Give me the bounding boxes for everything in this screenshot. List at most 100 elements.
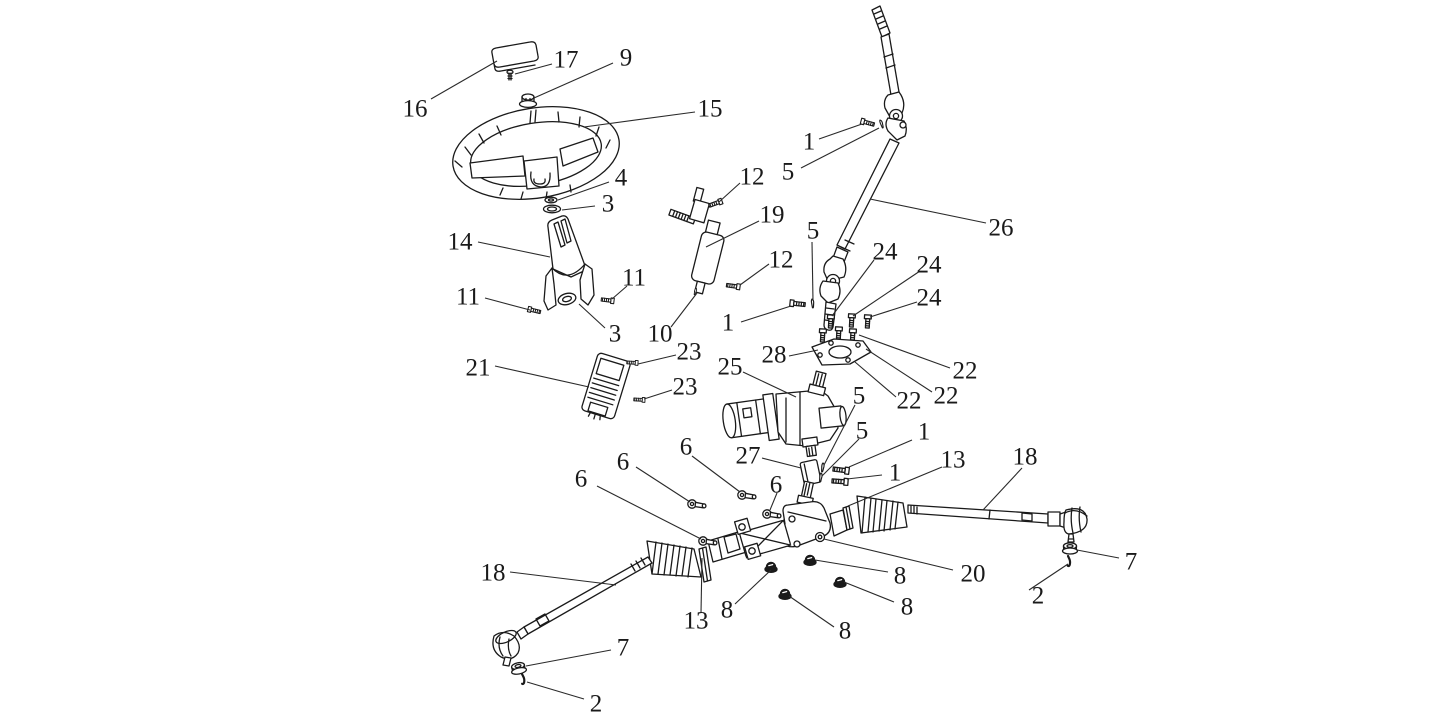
leader-line-5-13 [811,241,814,302]
part-screw-23-lower [633,396,646,403]
leader-line-8-43 [843,581,895,603]
leader-line-22-28 [865,348,933,393]
callout-label-22-27: 22 [953,358,978,385]
part-clamp-13-right [842,505,854,531]
leader-line-5-31 [821,438,860,477]
callout-label-21-26: 21 [466,355,491,382]
leader-line-21-26 [494,365,590,388]
callout-label-22-29: 22 [897,388,922,415]
part-damper [668,186,725,295]
leader-line-5-8 [800,127,880,169]
leader-line-8-45 [788,595,835,628]
callout-label-1-32: 1 [918,419,931,446]
callout-label-5-13: 5 [807,218,820,245]
leader-line-15-3 [583,111,696,128]
part-pin-5-upper [878,119,885,129]
part-fitting-6-a [736,489,757,501]
leader-line-2-51 [526,681,585,700]
leader-line-18-47 [509,571,617,586]
callout-label-22-28: 22 [934,383,959,410]
part-fitting-6-c [697,535,718,547]
part-nut-7-left [509,660,528,677]
callout-label-25-24: 25 [718,354,743,381]
callout-label-3-20: 3 [609,321,622,348]
part-bolt-11-left [526,305,542,316]
callout-label-2-51: 2 [590,691,603,718]
leader-line-13-46 [700,557,703,614]
callout-label-18-47: 18 [481,560,506,587]
part-fitting-6-d [761,508,782,520]
leader-line-7-48 [1076,549,1120,559]
leader-line-22-29 [854,361,897,398]
leader-line-1-19 [740,305,792,323]
part-bolt-1-lower-a [832,465,851,476]
part-bolt-24-b [847,313,857,328]
callout-label-11-15: 11 [456,284,480,311]
leader-line-6-37 [691,455,741,493]
part-rack-housing [707,480,848,563]
callout-label-13-34: 13 [941,447,966,474]
part-nut-8-c [778,588,792,601]
callout-label-24-18: 24 [917,285,943,312]
leader-line-28-23 [788,349,819,357]
leader-line-19-10 [705,220,760,248]
part-bolt-11-right [600,296,615,305]
part-horn-cap [491,41,539,72]
part-controller [581,352,631,421]
callout-label-13-46: 13 [684,608,709,635]
callout-label-7-48: 7 [1125,549,1138,576]
callout-label-27-36: 27 [736,443,761,470]
leader-line-14-6 [477,241,551,258]
leader-line-23-22 [637,354,677,365]
callout-label-5-8: 5 [782,159,795,186]
callout-label-24-16: 24 [873,239,899,266]
leader-line-13-34 [847,466,943,507]
part-bellows-right [856,495,908,534]
leader-line-18-35 [982,467,1023,511]
leader-line-3-20 [578,303,606,329]
callout-label-5-30: 5 [853,383,866,410]
callout-label-1-9: 1 [803,129,816,156]
callout-label-6-38: 6 [617,449,630,476]
leader-line-3-5 [561,205,596,211]
callout-label-1-19: 1 [722,310,735,337]
callout-label-6-40: 6 [770,472,783,499]
callout-label-3-5: 3 [602,191,615,218]
leader-line-1-32 [848,439,913,468]
leader-line-22-27 [858,334,951,369]
leader-line-6-40 [769,492,778,511]
part-upper-column [543,215,595,311]
part-steering-shaft [819,5,907,331]
callout-label-24-17: 24 [917,252,943,279]
part-washer-3-upper [542,204,562,214]
leader-line-23-25 [643,389,673,400]
callout-label-16-0: 16 [403,96,428,123]
callout-label-5-31: 5 [856,418,869,445]
part-bolt-22-b [834,326,844,341]
callout-label-12-11: 12 [769,247,794,274]
callout-label-15-3: 15 [698,96,723,123]
leader-line-8-42 [814,559,889,573]
part-bolt-1-upper [859,117,876,128]
leader-line-16-0 [430,60,498,100]
leader-line-25-24 [742,371,797,398]
callout-label-8-45: 8 [839,618,852,645]
callout-label-20-41: 20 [961,561,986,588]
part-bellows-left [646,540,702,578]
callout-label-7-50: 7 [617,635,630,662]
part-eps-motor [722,370,847,458]
leader-line-12-11 [739,263,770,286]
leader-line-10-21 [670,292,698,328]
callout-label-8-43: 8 [901,594,914,621]
leader-line-1-33 [846,474,883,480]
callout-label-4-4: 4 [615,165,628,192]
leader-line-17-1 [514,63,553,75]
leader-line-24-16 [831,259,875,317]
leader-line-2-49 [1028,563,1069,591]
leader-line-11-15 [484,297,531,311]
part-cap-screw [506,69,514,81]
callout-label-17-1: 17 [554,47,579,74]
